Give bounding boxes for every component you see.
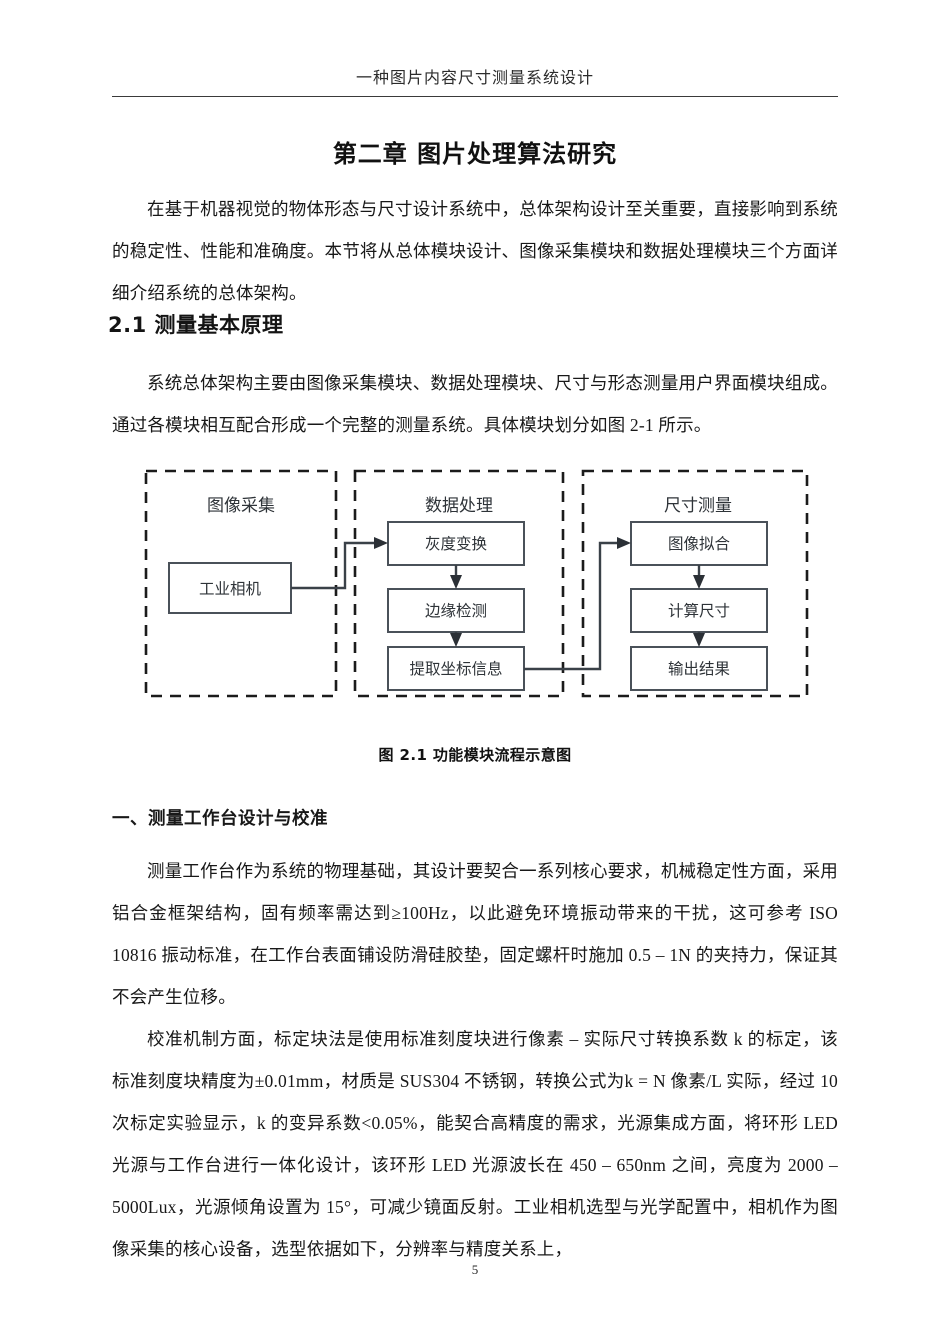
box-industrial-camera xyxy=(168,562,292,614)
arrowhead-edge-to-extract xyxy=(450,633,462,647)
arrowhead-fitting-to-calculate xyxy=(693,575,705,589)
panel-label-data-processing: 数据处理 xyxy=(425,496,493,516)
chapter-title: 第二章 图片处理算法研究 xyxy=(332,140,618,169)
box-calculate-dimension xyxy=(630,588,768,633)
box-label-output-result: 输出结果 xyxy=(668,660,730,678)
box-label-edge-detection: 边缘检测 xyxy=(425,602,487,620)
box-label-calculate-dimension: 计算尺寸 xyxy=(668,601,730,620)
box-label-image-fitting: 图像拟合 xyxy=(668,535,731,553)
connector-extract-to-fitting xyxy=(524,541,624,671)
panel-data-processing-border xyxy=(353,469,565,698)
panel-image-acquisition-border xyxy=(144,469,338,698)
figure-2-1: 图像采集 工业相机 数据处理 灰度变换 边缘检测 提取坐标信息 尺寸测量 图像拟… xyxy=(140,462,814,704)
paragraph-worktable: 测量工作台作为系统的物理基础，其设计要契合一系列核心要求，机械稳定性方面，采用铝… xyxy=(112,860,838,1007)
panel-label-image-acquisition: 图像采集 xyxy=(207,496,275,516)
connector-camera-to-gray xyxy=(291,541,381,590)
arrowhead-calculate-to-output xyxy=(693,633,705,647)
box-label-gray-transform: 灰度变换 xyxy=(425,535,488,553)
panel-dimension-measurement-border xyxy=(581,469,809,698)
panel-label-dimension-measurement: 尺寸测量 xyxy=(664,496,732,516)
arrowhead-camera-to-gray xyxy=(374,537,388,549)
box-gray-transform xyxy=(387,521,525,566)
running-header: 一种图片内容尺寸测量系统设计 xyxy=(355,70,594,87)
intro-paragraph: 在基于机器视觉的物体形态与尺寸设计系统中，总体架构设计至关重要，直接影响到系统的… xyxy=(112,198,838,303)
figure-caption: 图 2.1 功能模块流程示意图 xyxy=(378,746,572,764)
box-label-extract-coordinates: 提取坐标信息 xyxy=(409,660,502,678)
arrowhead-gray-to-edge xyxy=(450,575,462,589)
arrowhead-extract-to-fitting xyxy=(617,537,631,549)
box-output-result xyxy=(630,646,768,691)
paragraph-calibration: 校准机制方面，标定块法是使用标准刻度块进行像素 – 实际尺寸转换系数 k 的标定… xyxy=(112,1028,838,1259)
page-number: 5 xyxy=(471,1262,479,1277)
subsection-heading: 一、测量工作台设计与校准 xyxy=(112,807,328,828)
box-label-industrial-camera: 工业相机 xyxy=(199,580,262,598)
section-heading-2-1: 2.1 测量基本原理 xyxy=(108,313,284,338)
section-2-1-paragraph: 系统总体架构主要由图像采集模块、数据处理模块、尺寸与形态测量用户界面模块组成。通… xyxy=(112,372,838,435)
header-rule xyxy=(112,96,838,97)
figure-2-1-svg: 图像采集 工业相机 数据处理 灰度变换 边缘检测 提取坐标信息 尺寸测量 图像拟… xyxy=(144,469,809,698)
